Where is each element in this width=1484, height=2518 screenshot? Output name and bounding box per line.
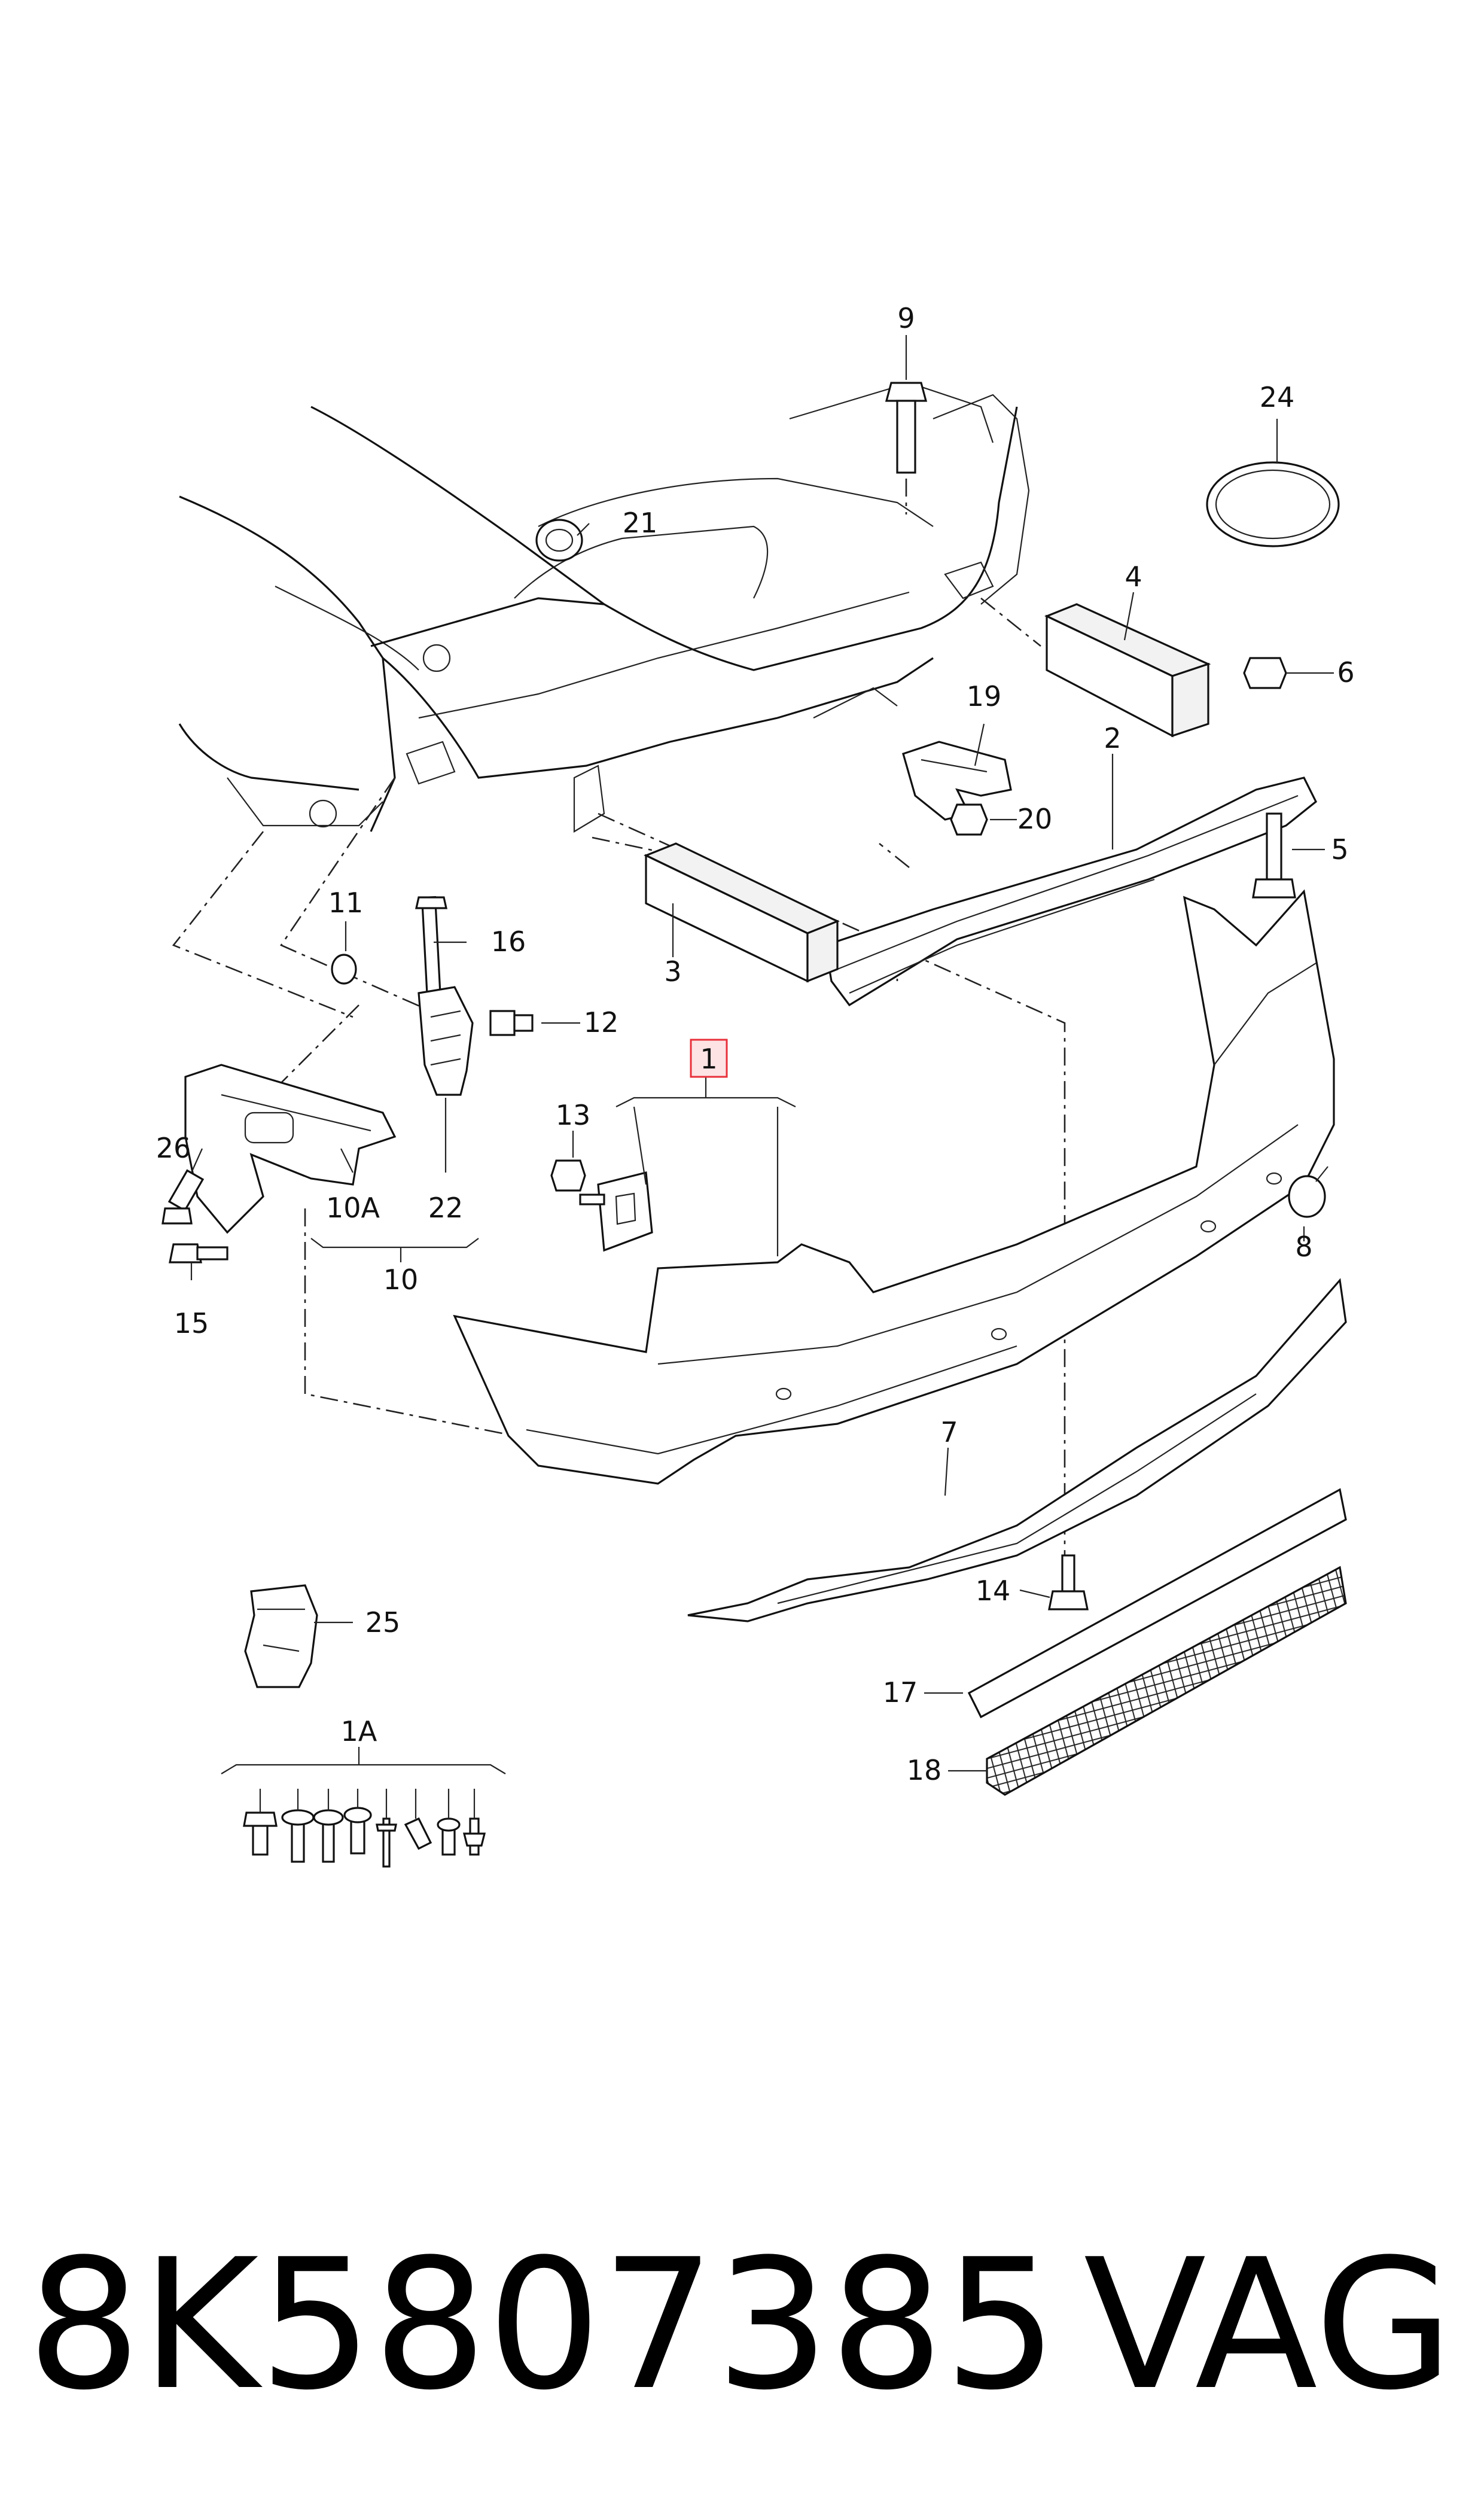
fastener-set-1a: [243, 1807, 486, 1868]
callout-label: 10A: [326, 1192, 380, 1224]
callout-label: 6: [1337, 656, 1354, 689]
callout-label: 4: [1125, 561, 1142, 593]
callout-label: 21: [623, 507, 658, 539]
screw-13: [489, 1010, 534, 1036]
callout-label: 19: [967, 680, 1002, 713]
callout-label: 26: [156, 1132, 191, 1164]
callout-label: 3: [664, 955, 681, 988]
nut-14: [550, 1159, 586, 1192]
nut-21: [950, 803, 988, 836]
grommet-11: [331, 954, 357, 985]
bolt-16: [169, 1243, 228, 1263]
plate-14: [579, 1171, 653, 1252]
bolt-5: [1252, 812, 1296, 899]
bracket-20: [902, 741, 1012, 821]
callout-label: 20: [1017, 803, 1053, 835]
callout-label: 5: [1331, 833, 1348, 866]
callout-label: 11: [328, 887, 364, 919]
callout-label: 7: [940, 1416, 958, 1448]
bolt-15: [1048, 1554, 1089, 1610]
bumper-cover-1: [453, 889, 1335, 1485]
callout-label: 17: [883, 1676, 918, 1709]
callout-labels: 1 1A 2 3 4 5 6 7 8 9 10 10A 11 12 13 14 …: [156, 302, 1355, 1786]
leader-lines: [190, 335, 1334, 1819]
callout-label: 15: [174, 1307, 209, 1339]
bracket-24: [418, 986, 474, 1096]
absorber-4: [1044, 603, 1211, 738]
part-number: 8K5807385: [27, 2221, 1058, 2429]
callout-label: 16: [491, 925, 526, 958]
callout-label: 8: [1295, 1231, 1312, 1263]
callout-label: 2: [1104, 722, 1121, 754]
pin-17: [415, 896, 447, 1001]
spoiler-7: [687, 1278, 1347, 1622]
trim-strip-18: [967, 1488, 1347, 1719]
bolt-9: [885, 382, 928, 514]
callout-label: 13: [556, 1099, 591, 1131]
brand-label: VAG: [1084, 2221, 1453, 2429]
seal-25: [1206, 461, 1340, 547]
reinforcement-2: [824, 777, 1318, 1007]
callout-label: 25: [365, 1606, 401, 1639]
callout-label: 18: [907, 1754, 942, 1786]
callout-label: 1A: [341, 1715, 377, 1747]
callout-label: 12: [584, 1006, 619, 1039]
callout-label: 14: [976, 1575, 1011, 1607]
cap-8: [1288, 1166, 1328, 1218]
callout-label: 9: [897, 302, 915, 334]
callout-1-highlight: [690, 1039, 728, 1078]
callout-label: 10: [383, 1263, 419, 1296]
nut-6: [1243, 657, 1287, 689]
bag-26: [244, 1584, 318, 1688]
bracket-10a: [184, 1064, 397, 1234]
absorber-3: [644, 842, 840, 983]
bolt-12: [161, 1169, 205, 1225]
callout-label: 24: [1260, 381, 1295, 413]
callout-label: 1: [700, 1043, 717, 1075]
grille-19: [986, 1566, 1347, 1796]
callout-label: 22: [428, 1192, 464, 1224]
